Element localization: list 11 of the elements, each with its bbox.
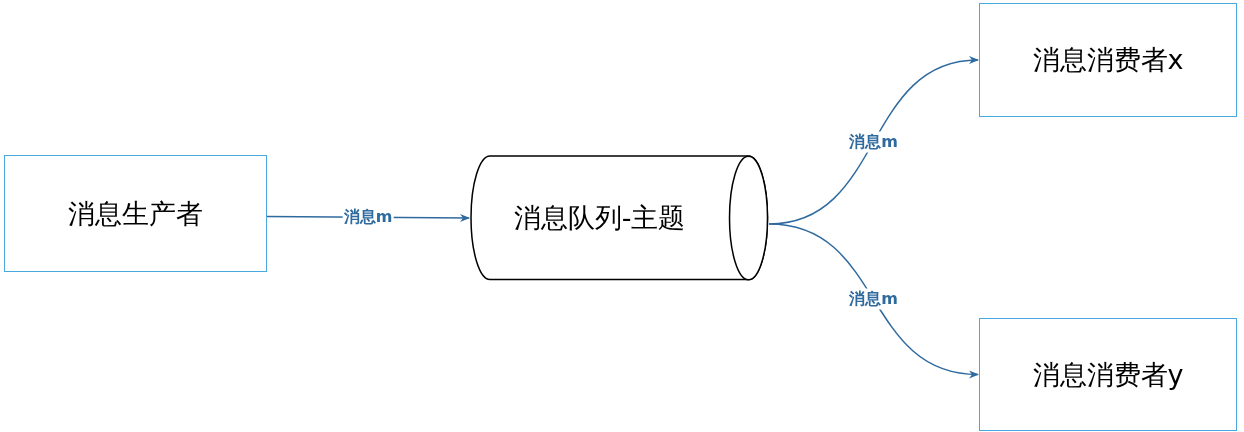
process-box bbox=[979, 3, 1237, 117]
node-label: 消息消费者y bbox=[1032, 357, 1184, 392]
process-box bbox=[4, 155, 267, 272]
node-label: 消息生产者 bbox=[68, 196, 203, 231]
arrow bbox=[768, 223, 979, 378]
process-box bbox=[979, 318, 1237, 431]
edge-label: 消息m bbox=[342, 206, 394, 228]
edge-label: 消息m bbox=[848, 131, 899, 153]
node-label: 消息队列-主题 bbox=[513, 201, 686, 235]
edge-label: 消息m bbox=[848, 288, 899, 310]
node-label: 消息消费者x bbox=[1032, 43, 1184, 77]
